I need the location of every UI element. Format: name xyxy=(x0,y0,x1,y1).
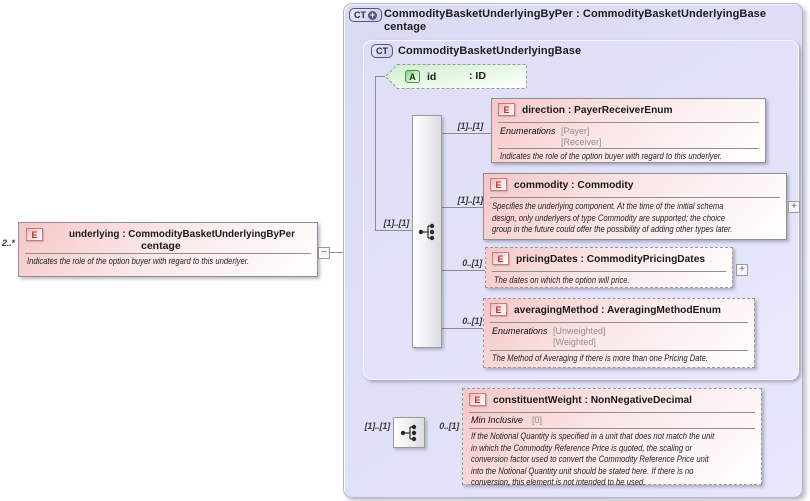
element-title: direction : PayerReceiverEnum xyxy=(522,103,673,116)
derived-type-plus-icon: + xyxy=(368,9,377,20)
complex-type-header[interactable]: CT+ xyxy=(349,8,382,22)
divider xyxy=(490,350,748,351)
attribute-node-id[interactable]: A id : ID xyxy=(385,64,527,89)
complex-type-title: CommodityBasketUnderlyingByPer : Commodi… xyxy=(384,8,767,33)
enumeration-value: [Unweighted] xyxy=(553,326,606,336)
element-badge: E xyxy=(26,228,43,241)
element-badge: E xyxy=(492,252,509,265)
base-type-badge: CT xyxy=(371,44,393,58)
element-annotation: The Method of Averaging if there is more… xyxy=(492,353,709,363)
element-annotation: Indicates the role of the option buyer w… xyxy=(500,151,723,161)
collapse-button-underlying[interactable]: − xyxy=(318,247,330,259)
sequence-icon xyxy=(418,223,435,240)
divider xyxy=(469,412,755,413)
complex-type-badge: CT+ xyxy=(349,8,382,22)
element-title: constituentWeight : NonNegativeDecimal xyxy=(493,393,693,406)
element-node-constituent-weight[interactable]: E constituentWeight : NonNegativeDecimal… xyxy=(462,388,762,487)
element-annotation: Specifies the underlying component. At t… xyxy=(492,201,733,234)
connector-line xyxy=(442,207,483,208)
attribute-node-shape xyxy=(385,64,527,89)
cardinality-label: [1]..[1] xyxy=(364,421,391,431)
cardinality-label: [1]..[1] xyxy=(457,195,484,205)
sequence-icon xyxy=(400,424,417,441)
facet-value: [0] xyxy=(532,415,543,425)
element-badge: E xyxy=(490,178,507,191)
element-node-direction[interactable]: E direction : PayerReceiverEnum Enumerat… xyxy=(491,98,766,163)
connector-line xyxy=(442,270,485,271)
element-badge: E xyxy=(498,103,515,116)
base-type-title: CommodityBasketUnderlyingBase xyxy=(398,45,582,57)
enumerations-row: Enumerations [Unweighted] [Weighted] xyxy=(492,326,750,348)
attribute-type: : ID xyxy=(469,70,486,82)
element-node-underlying[interactable]: E underlying : CommodityBasketUnderlying… xyxy=(18,222,318,277)
cardinality-label: 2..* xyxy=(2,238,15,248)
connector-line xyxy=(375,76,385,77)
cardinality-label: 0..[1] xyxy=(439,421,459,431)
divider xyxy=(25,253,311,254)
element-node-pricing-dates[interactable]: E pricingDates : CommodityPricingDates T… xyxy=(485,247,733,288)
cardinality-label: [1]..[1] xyxy=(383,218,410,228)
divider xyxy=(490,197,780,198)
connector-line xyxy=(375,76,376,231)
sequence-compositor-box[interactable] xyxy=(393,417,425,448)
element-title-line1: underlying : CommodityBasketUnderlyingBy… xyxy=(69,228,295,240)
attribute-name: id xyxy=(427,70,437,83)
divider xyxy=(498,148,759,149)
divider xyxy=(490,322,748,323)
enumeration-values: [Payer] [Receiver] xyxy=(561,126,602,148)
cardinality-label: 0..[1] xyxy=(462,316,482,326)
base-type-header[interactable]: CT xyxy=(371,44,393,58)
enumeration-value: [Payer] xyxy=(561,126,590,136)
divider xyxy=(492,271,726,272)
cardinality-label: [1]..[1] xyxy=(457,121,484,131)
attribute-badge: A xyxy=(405,70,420,83)
facet-label: Min Inclusive xyxy=(471,415,524,425)
connector-line xyxy=(442,328,483,329)
connector-line xyxy=(330,252,355,253)
element-node-commodity[interactable]: E commodity : Commodity Specifies the un… xyxy=(483,173,787,240)
enumerations-row: Enumerations [Payer] [Receiver] xyxy=(500,126,761,148)
cardinality-label: 0..[1] xyxy=(462,258,482,268)
facet-label: Enumerations xyxy=(500,126,556,136)
complex-type-badge-label: CT xyxy=(354,10,366,20)
element-annotation: Indicates the role of the option buyer w… xyxy=(27,256,250,266)
element-node-averaging-method[interactable]: E averagingMethod : AveragingMethodEnum … xyxy=(483,298,755,368)
facet-label: Enumerations xyxy=(492,326,548,336)
element-annotation: The dates on which the option will price… xyxy=(494,275,630,285)
element-title-line2: centage xyxy=(141,240,181,252)
enumeration-value: [Weighted] xyxy=(553,337,596,347)
expand-button-commodity[interactable]: + xyxy=(788,201,800,213)
element-annotation: If the Notional Quantity is specified in… xyxy=(471,431,715,487)
element-title: pricingDates : CommodityPricingDates xyxy=(516,252,706,265)
divider xyxy=(469,428,755,429)
element-badge: E xyxy=(490,303,507,316)
sequence-compositor-bar[interactable] xyxy=(412,115,442,348)
divider xyxy=(498,122,759,123)
enumeration-values: [Unweighted] [Weighted] xyxy=(553,326,606,348)
element-title: averagingMethod : AveragingMethodEnum xyxy=(514,303,721,316)
enumeration-value: [Receiver] xyxy=(561,137,602,147)
facet-row: Min Inclusive [0] xyxy=(471,415,757,426)
element-title: commodity : Commodity xyxy=(514,178,634,191)
element-badge: E xyxy=(469,393,486,406)
connector-line xyxy=(442,133,491,134)
expand-button-pricing-dates[interactable]: + xyxy=(736,264,748,276)
connector-line xyxy=(375,230,412,231)
